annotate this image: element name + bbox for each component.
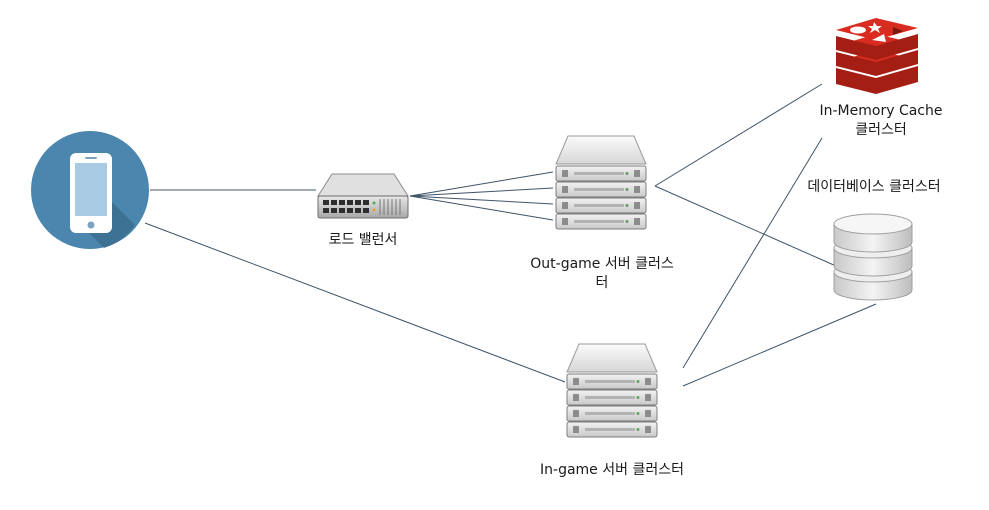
database-icon — [833, 213, 913, 301]
edge-ingame-cache — [682, 137, 823, 369]
load-balancer-label: 로드 밸런서 — [328, 232, 398, 248]
edge-ingame-db — [682, 303, 877, 387]
cache-label-line2: 클러스터 — [855, 122, 907, 138]
out-game-server-label: Out-game 서버 클러스 터 — [510, 255, 694, 293]
server-rack-icon — [555, 135, 647, 230]
connection-lines — [144, 83, 877, 387]
cache-label-line1: In-Memory Cache — [819, 103, 943, 119]
rack-units — [555, 165, 647, 230]
edge-lb-outgame-2 — [409, 187, 554, 197]
redis-icon — [836, 18, 918, 94]
edge-client-ingame — [144, 222, 566, 383]
edge-lb-outgame-4 — [409, 195, 554, 221]
in-game-server-label: In-game 서버 클러스터 — [540, 462, 684, 478]
smartphone-icon — [31, 131, 149, 249]
out-game-server-label-line2: 터 — [595, 275, 609, 291]
cache-label: In-Memory Cache 클러스터 — [806, 102, 956, 140]
edge-outgame-cache — [654, 83, 823, 187]
database-label: 데이터베이스 클러스터 — [807, 179, 941, 195]
edge-lb-outgame-1 — [409, 171, 554, 197]
edge-outgame-db — [654, 185, 837, 267]
edge-lb-outgame-3 — [409, 195, 554, 205]
out-game-server-label-line1: Out-game 서버 클러스 — [530, 256, 674, 272]
rack-units — [566, 373, 658, 438]
network-switch-icon — [317, 173, 409, 219]
server-rack-icon — [566, 343, 658, 438]
